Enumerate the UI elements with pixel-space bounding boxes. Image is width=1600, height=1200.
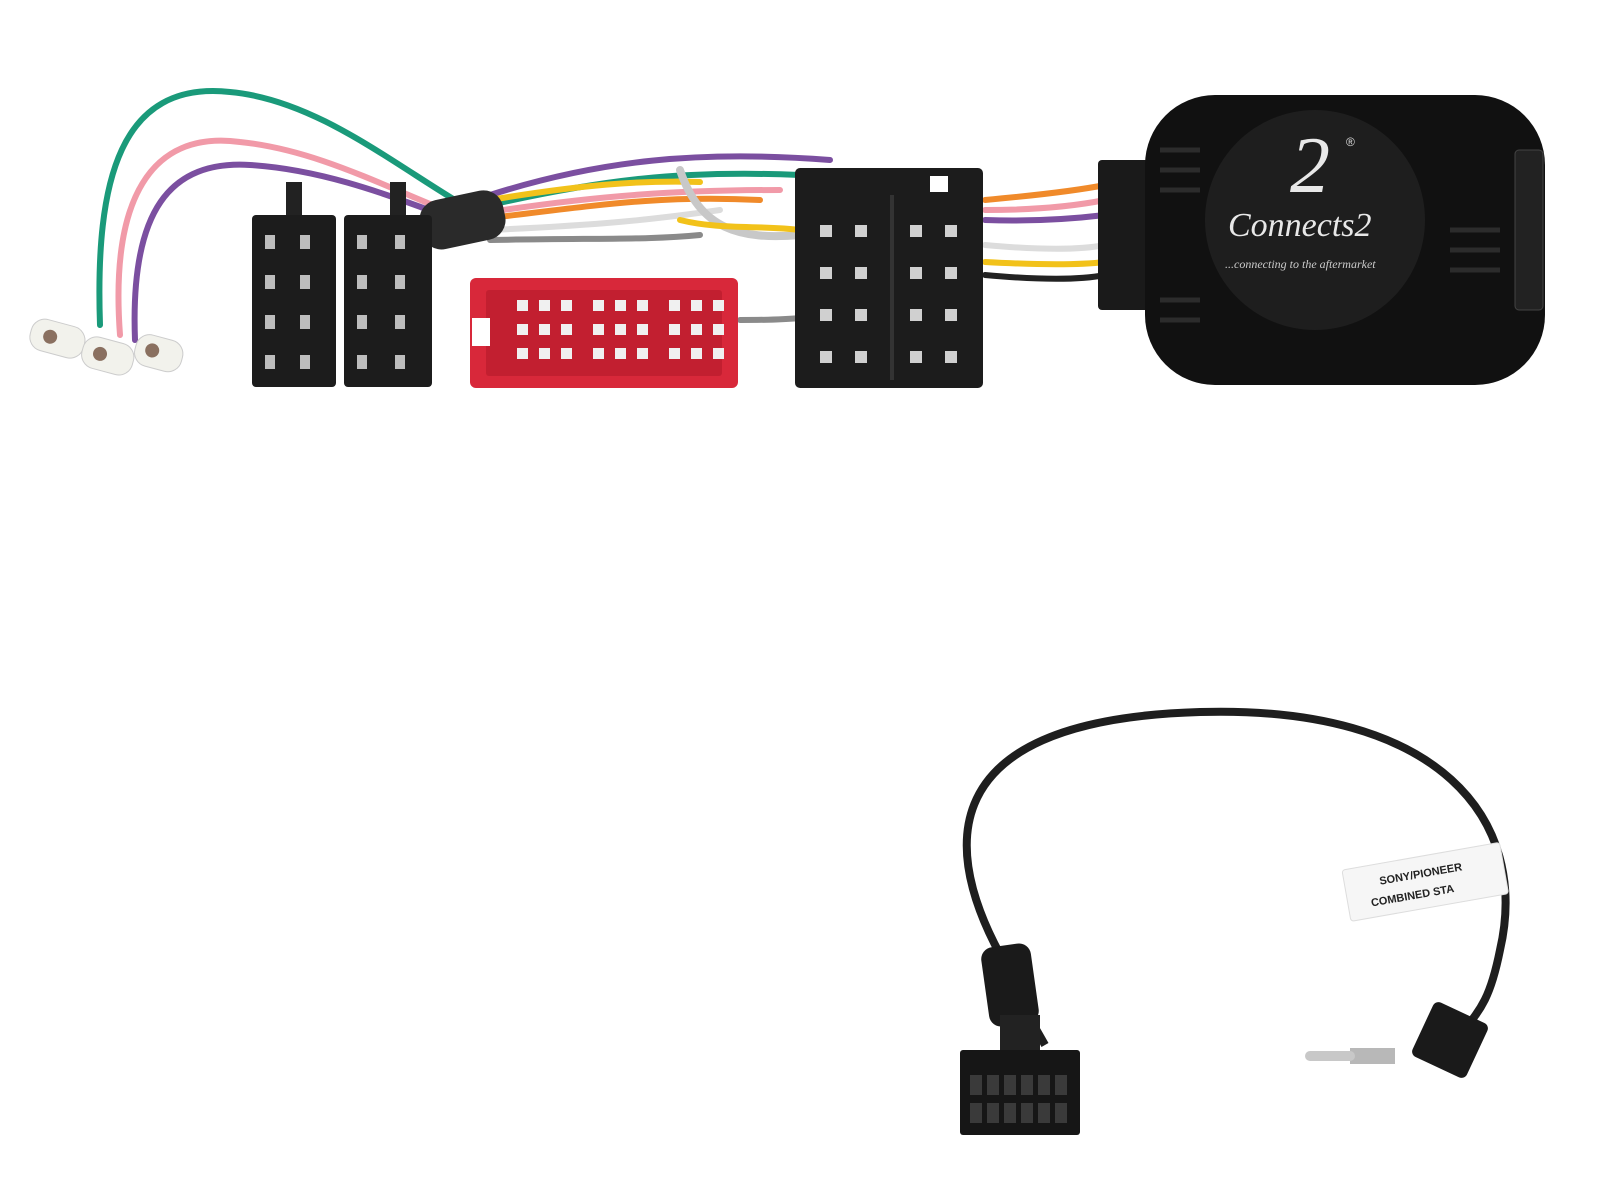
pin — [1055, 1075, 1067, 1095]
pin — [691, 324, 702, 335]
pin — [1004, 1103, 1016, 1123]
brand-mark: 2 — [1290, 122, 1330, 210]
pin — [265, 235, 275, 249]
spade-terminals — [29, 318, 184, 376]
jack-plug-body — [1412, 1002, 1488, 1078]
pin — [1021, 1075, 1033, 1095]
pin — [300, 275, 310, 289]
pin — [691, 348, 702, 359]
pin — [265, 355, 275, 369]
pin — [615, 300, 626, 311]
pin — [910, 309, 922, 321]
pin — [1038, 1075, 1050, 1095]
pin — [539, 324, 550, 335]
pin — [395, 235, 405, 249]
interface-module: 2 ® Connects2 ...connecting to the after… — [1098, 95, 1545, 385]
red-multipin-connector — [470, 278, 738, 388]
pin — [561, 300, 572, 311]
pin — [593, 348, 604, 359]
brand-tagline: ...connecting to the aftermarket — [1225, 257, 1376, 271]
pin — [357, 355, 367, 369]
pin — [637, 324, 648, 335]
pin — [300, 315, 310, 329]
pin — [517, 300, 528, 311]
pin — [945, 267, 957, 279]
lead-label-tag: SONY/PIONEER COMBINED STA — [1341, 842, 1509, 922]
pin — [820, 309, 832, 321]
pin — [395, 315, 405, 329]
pin — [910, 351, 922, 363]
brand-logo: Connects2 — [1228, 207, 1372, 244]
registered-mark: ® — [1346, 135, 1355, 149]
pin — [539, 300, 550, 311]
pin — [820, 351, 832, 363]
pin — [561, 348, 572, 359]
pin — [713, 300, 724, 311]
pin — [615, 324, 626, 335]
pin — [593, 324, 604, 335]
stalk-lead: SONY/PIONEER COMBINED STA — [960, 707, 1510, 1135]
pin — [300, 355, 310, 369]
wire-bundle — [96, 88, 1108, 343]
pin — [357, 275, 367, 289]
pin — [517, 324, 528, 335]
pin — [910, 267, 922, 279]
pin — [855, 267, 867, 279]
pin — [265, 315, 275, 329]
pin — [1004, 1075, 1016, 1095]
pin — [669, 300, 680, 311]
pin — [395, 355, 405, 369]
pin — [539, 348, 550, 359]
pin — [265, 275, 275, 289]
pin — [945, 309, 957, 321]
pin — [1038, 1103, 1050, 1123]
pin — [669, 348, 680, 359]
iso-connector-middle — [795, 168, 983, 388]
iso-connector-left — [252, 182, 432, 387]
pin — [300, 235, 310, 249]
pin — [593, 300, 604, 311]
pin — [357, 235, 367, 249]
pin — [820, 225, 832, 237]
pin — [517, 348, 528, 359]
pin — [1021, 1103, 1033, 1123]
pin — [357, 315, 367, 329]
pin — [691, 300, 702, 311]
pin — [637, 348, 648, 359]
pin — [910, 225, 922, 237]
jack-plug-pin — [1350, 1048, 1395, 1064]
pin — [970, 1075, 982, 1095]
pin — [637, 300, 648, 311]
pin — [669, 324, 680, 335]
pin — [970, 1103, 982, 1123]
pin — [855, 225, 867, 237]
pin — [820, 267, 832, 279]
pin — [855, 351, 867, 363]
pin — [395, 275, 405, 289]
pin — [1055, 1103, 1067, 1123]
pin — [987, 1075, 999, 1095]
pin — [713, 348, 724, 359]
pin — [945, 225, 957, 237]
pin — [561, 324, 572, 335]
pin — [987, 1103, 999, 1123]
pin — [615, 348, 626, 359]
pin — [855, 309, 867, 321]
pin — [713, 324, 724, 335]
heat-shrink-sleeve — [419, 190, 506, 250]
pin — [945, 351, 957, 363]
